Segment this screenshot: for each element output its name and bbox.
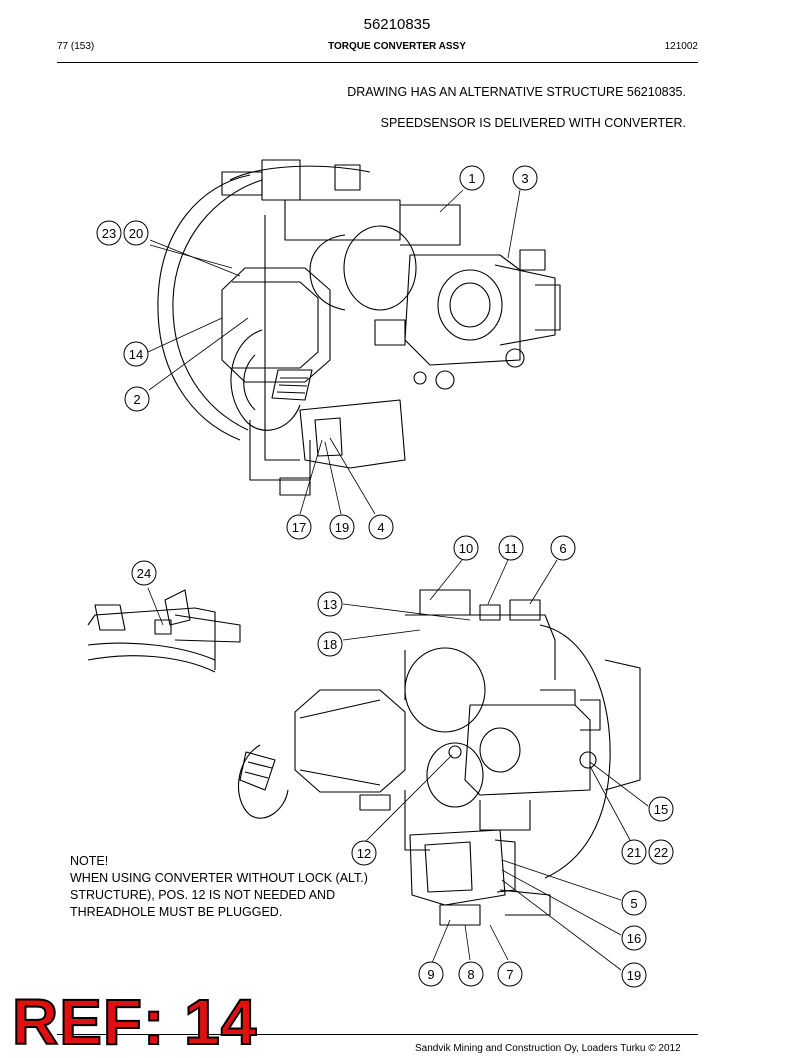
callout-10: 10 [453,535,479,561]
callout-3: 3 [512,165,538,191]
svg-text:5: 5 [630,896,637,911]
svg-text:21: 21 [627,845,641,860]
date-code: 121002 [664,41,698,52]
callout-23: 23 [96,220,122,246]
header-rule [57,62,698,63]
callout-8: 8 [458,961,484,987]
svg-text:14: 14 [129,347,143,362]
callout-18: 18 [317,631,343,657]
svg-text:2: 2 [133,392,140,407]
svg-text:1: 1 [468,171,475,186]
callout-17: 17 [286,514,312,540]
svg-text:22: 22 [654,845,668,860]
callout-24: 24 [131,560,157,586]
svg-text:7: 7 [506,967,513,982]
alternative-structure-note: DRAWING HAS AN ALTERNATIVE STRUCTURE 562… [347,85,686,99]
svg-text:17: 17 [292,520,306,535]
detail-view-drawing [87,587,241,673]
note-line: THREADHOLE MUST BE PLUGGED. [70,905,283,919]
callout-19-bottom: 19 [621,962,647,988]
svg-text:16: 16 [627,931,641,946]
svg-text:6: 6 [559,541,566,556]
page-title: TORQUE CONVERTER ASSY [328,41,466,52]
note-line: WHEN USING CONVERTER WITHOUT LOCK (ALT.) [70,871,368,885]
callout-21: 21 [621,839,647,865]
top-assembly-drawing [157,159,561,496]
svg-text:15: 15 [654,802,668,817]
svg-text:19: 19 [335,520,349,535]
svg-text:23: 23 [102,226,116,241]
callout-13: 13 [317,591,343,617]
svg-text:9: 9 [427,967,434,982]
svg-text:18: 18 [323,637,337,652]
svg-text:19: 19 [627,968,641,983]
callout-16: 16 [621,925,647,951]
svg-text:20: 20 [129,226,143,241]
callout-2: 2 [124,386,150,412]
callout-12: 12 [351,840,377,866]
svg-text:12: 12 [357,846,371,861]
bottom-assembly-drawing [237,589,641,926]
footer-copyright: Sandvik Mining and Construction Oy, Load… [415,1043,681,1054]
callout-19-top: 19 [329,514,355,540]
svg-text:3: 3 [521,171,528,186]
footer-rule [57,1034,698,1035]
callout-bubbles: 1 3 23 20 14 2 17 19 4 24 10 11 6 13 18 … [96,165,674,988]
callout-14: 14 [123,341,149,367]
note-line: NOTE! [70,854,109,868]
note-line: STRUCTURE), POS. 12 IS NOT NEEDED AND [70,888,336,902]
page-reference: 77 (153) [57,41,95,52]
callout-5: 5 [621,890,647,916]
callout-11: 11 [498,535,524,561]
callout-20: 20 [123,220,149,246]
svg-text:8: 8 [467,967,474,982]
callout-15: 15 [648,796,674,822]
top-leader-lines [147,189,521,515]
callout-22: 22 [648,839,674,865]
callout-4: 4 [368,514,394,540]
svg-text:11: 11 [504,541,518,556]
speedsensor-note: SPEEDSENSOR IS DELIVERED WITH CONVERTER. [380,116,686,130]
ref-stamp: REF: 14 [11,985,258,1058]
plug-note: NOTE! WHEN USING CONVERTER WITHOUT LOCK … [70,853,368,921]
document-number: 56210835 [363,16,431,33]
callout-7: 7 [497,961,523,987]
callout-9: 9 [418,961,444,987]
callout-1: 1 [459,165,485,191]
svg-text:4: 4 [377,520,384,535]
bottom-leader-lines [342,559,649,971]
svg-text:24: 24 [137,566,151,581]
callout-6: 6 [550,535,576,561]
svg-text:13: 13 [323,597,337,612]
svg-text:10: 10 [459,541,473,556]
